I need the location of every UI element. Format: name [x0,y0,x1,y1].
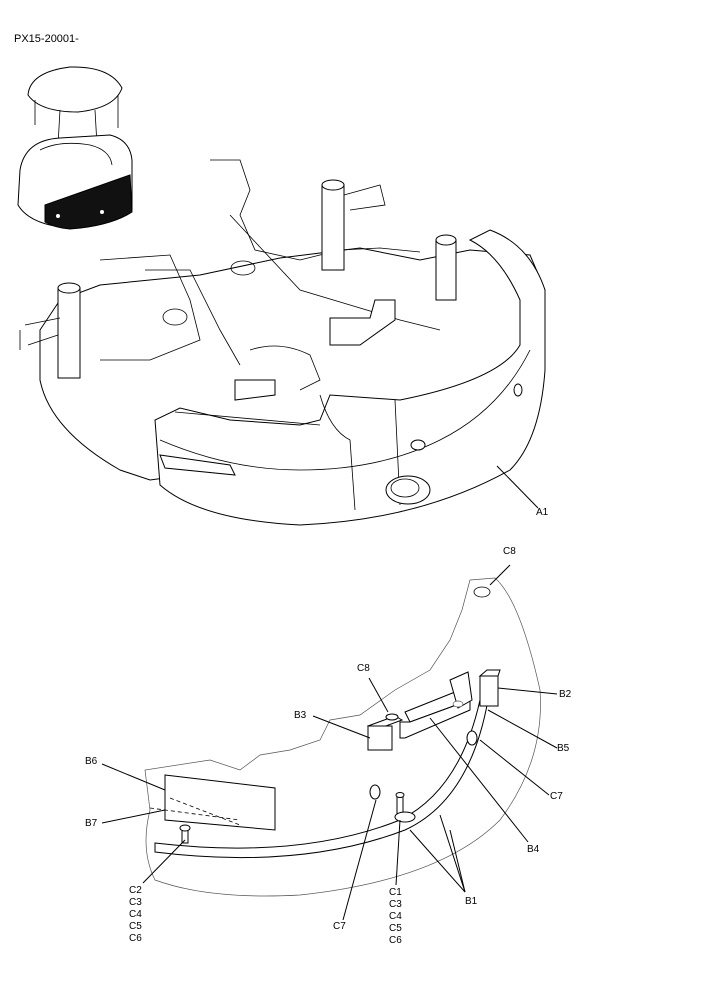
pillar-center [321,179,345,271]
callout-C7-right: C7 [550,791,563,802]
pillar-right [435,234,457,301]
callout-group-right-2: C3 [389,899,402,910]
callout-C8-top: C8 [503,546,516,557]
callout-B1: B1 [465,896,478,907]
callout-group-right: C1 C3 C4 C5 C6 [389,887,402,946]
callout-C7-left: C7 [333,921,346,932]
hole-C7-right [466,730,478,746]
machine-thumbnail [17,66,133,230]
callout-group-right-5: C6 [389,935,402,946]
callout-labels: A1 C8 C8 B2 B3 B5 B6 C7 B7 B4 B1 C7 C2 C… [85,507,572,946]
counterweight-exploded-view [144,577,541,897]
serial-range-header: PX15-20001- [14,33,79,45]
callout-B4: B4 [527,844,540,855]
upper-frame-assembly [19,159,546,526]
callout-B6: B6 [85,756,98,767]
part-B3 [366,713,404,751]
callout-B5: B5 [557,743,570,754]
bolt-left [179,824,191,844]
callout-group-left-1: C2 [129,885,142,896]
callout-group-right-1: C1 [389,887,402,898]
part-B2 [478,669,501,707]
callout-group-right-4: C5 [389,923,402,934]
bolt-right [394,792,416,823]
callout-group-left-5: C6 [129,933,142,944]
counterweight-A1 [154,229,546,526]
callout-group-right-3: C4 [389,911,402,922]
callout-C8-mid: C8 [357,663,370,674]
leader-lines [101,564,558,921]
callout-group-left-2: C3 [129,897,142,908]
callout-group-left-4: C5 [129,921,142,932]
pillar-left [57,282,81,379]
callout-B2: B2 [559,689,572,700]
hole-C7-left [369,784,381,800]
callout-B3: B3 [294,710,307,721]
callout-group-left: C2 C3 C4 C5 C6 [129,885,142,944]
callout-group-left-3: C4 [129,909,142,920]
callout-A1: A1 [536,507,549,518]
callout-B7: B7 [85,818,98,829]
